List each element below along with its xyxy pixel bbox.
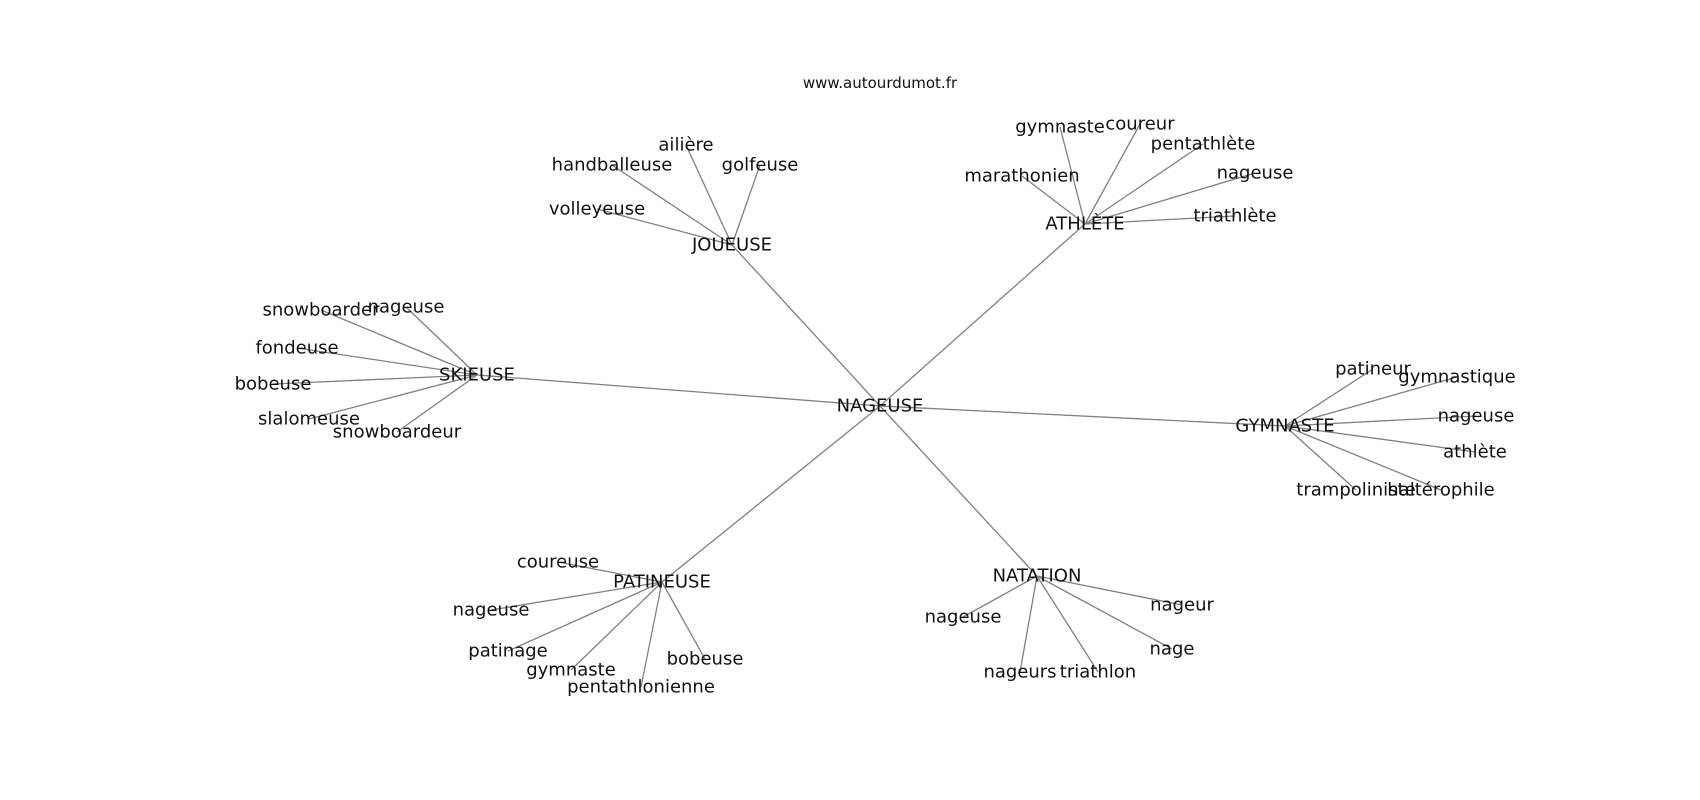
edge-gymnaste-leaf — [1284, 368, 1374, 427]
leaf-node-joueuse[interactable]: handballeuse — [552, 155, 673, 176]
leaf-node-skieuse[interactable]: snowboarder — [263, 300, 381, 321]
leaf-node-athlete[interactable]: coureur — [1105, 114, 1175, 135]
edge-skieuse-leaf — [405, 306, 478, 376]
leaf-node-joueuse[interactable]: volleyeuse — [549, 199, 645, 220]
leaf-node-patineuse[interactable]: pentathlonienne — [567, 677, 715, 698]
edge-natation-leaf — [1019, 575, 1038, 673]
leaf-node-patineuse[interactable]: patinage — [468, 641, 547, 662]
edge-natation-leaf — [962, 575, 1038, 618]
leaf-node-skieuse[interactable]: nageuse — [368, 297, 445, 318]
leaf-node-skieuse[interactable]: bobeuse — [235, 374, 312, 395]
leaf-node-natation[interactable]: nageurs — [983, 662, 1056, 683]
site-url: www.autourdumot.fr — [803, 74, 958, 92]
edge-gymnaste-leaf — [1284, 425, 1357, 491]
leaf-node-joueuse[interactable]: golfeuse — [722, 155, 799, 176]
edge-patineuse-leaf — [661, 581, 706, 660]
edge-center-gymnaste — [879, 405, 1286, 427]
graph-edges — [272, 123, 1477, 688]
leaf-node-athlete[interactable]: nageuse — [1217, 163, 1294, 184]
edge-athlete-leaf — [1059, 126, 1086, 225]
leaf-node-gymnaste[interactable]: haltérophile — [1387, 480, 1495, 501]
edge-joueuse-leaf — [611, 164, 733, 246]
edge-skieuse-leaf — [308, 374, 478, 420]
leaf-node-patineuse[interactable]: coureuse — [517, 552, 599, 573]
leaf-node-athlete[interactable]: gymnaste — [1015, 117, 1105, 138]
edge-skieuse-leaf — [396, 374, 478, 433]
leaf-node-gymnaste[interactable]: gymnastique — [1398, 367, 1515, 388]
edge-natation-leaf — [1036, 575, 1183, 606]
leaf-node-skieuse[interactable]: slalomeuse — [258, 409, 360, 430]
edge-athlete-leaf — [1084, 143, 1204, 225]
leaf-node-athlete[interactable]: triathlète — [1193, 206, 1276, 227]
leaf-node-patineuse[interactable]: nageuse — [453, 600, 530, 621]
leaf-node-natation[interactable]: nageuse — [925, 607, 1002, 628]
edge-patineuse-leaf — [640, 581, 663, 688]
hub-node-athlete[interactable]: ATHLÈTE — [1045, 213, 1124, 235]
edge-gymnaste-leaf — [1284, 425, 1442, 491]
hub-node-natation[interactable]: NATATION — [993, 566, 1082, 587]
edge-athlete-leaf — [1084, 215, 1236, 225]
leaf-node-athlete[interactable]: pentathlète — [1151, 134, 1256, 155]
edge-center-skieuse — [476, 374, 881, 407]
edge-natation-leaf — [1036, 575, 1099, 673]
edge-center-athlete — [879, 223, 1086, 407]
leaf-node-skieuse[interactable]: fondeuse — [255, 338, 338, 359]
edge-joueuse-leaf — [685, 144, 733, 246]
edge-patineuse-leaf — [490, 581, 663, 611]
edge-athlete-leaf — [1084, 172, 1256, 225]
edge-center-joueuse — [731, 244, 881, 407]
leaf-node-gymnaste[interactable]: nageuse — [1438, 406, 1515, 427]
edge-patineuse-leaf — [570, 581, 663, 671]
leaf-node-joueuse[interactable]: ailière — [658, 135, 713, 156]
edge-patineuse-leaf — [507, 581, 663, 652]
leaf-node-gymnaste[interactable]: patineur — [1335, 359, 1411, 380]
edge-athlete-leaf — [1084, 123, 1141, 225]
edge-skieuse-leaf — [320, 309, 478, 376]
edge-center-patineuse — [661, 405, 881, 583]
edge-gymnaste-leaf — [1284, 376, 1458, 427]
hub-node-patineuse[interactable]: PATINEUSE — [613, 572, 711, 593]
edge-skieuse-leaf — [296, 347, 478, 376]
leaf-node-gymnaste[interactable]: trampoliniste — [1296, 480, 1415, 501]
leaf-node-skieuse[interactable]: snowboardeur — [333, 422, 462, 443]
leaf-node-athlete[interactable]: marathonien — [964, 166, 1079, 187]
leaf-node-natation[interactable]: nageur — [1150, 595, 1214, 616]
edge-joueuse-leaf — [596, 208, 733, 246]
edge-skieuse-leaf — [272, 374, 478, 385]
leaf-node-natation[interactable]: triathlon — [1060, 662, 1136, 683]
hub-node-skieuse[interactable]: SKIEUSE — [439, 365, 515, 386]
edge-center-natation — [879, 405, 1038, 577]
leaf-node-gymnaste[interactable]: athlète — [1443, 442, 1507, 463]
leaf-node-patineuse[interactable]: bobeuse — [667, 649, 744, 670]
hub-node-gymnaste[interactable]: GYMNASTE — [1235, 416, 1334, 437]
edge-gymnaste-leaf — [1284, 425, 1476, 453]
edge-gymnaste-leaf — [1284, 415, 1477, 427]
edge-natation-leaf — [1036, 575, 1173, 650]
leaf-node-natation[interactable]: nage — [1150, 639, 1195, 660]
edge-joueuse-leaf — [731, 164, 761, 246]
center-node-label[interactable]: NAGEUSE — [837, 396, 924, 417]
edge-athlete-leaf — [1021, 175, 1086, 225]
hub-node-joueuse[interactable]: JOUEUSE — [691, 235, 772, 256]
edge-patineuse-leaf — [557, 561, 663, 583]
leaf-node-patineuse[interactable]: gymnaste — [526, 660, 616, 681]
